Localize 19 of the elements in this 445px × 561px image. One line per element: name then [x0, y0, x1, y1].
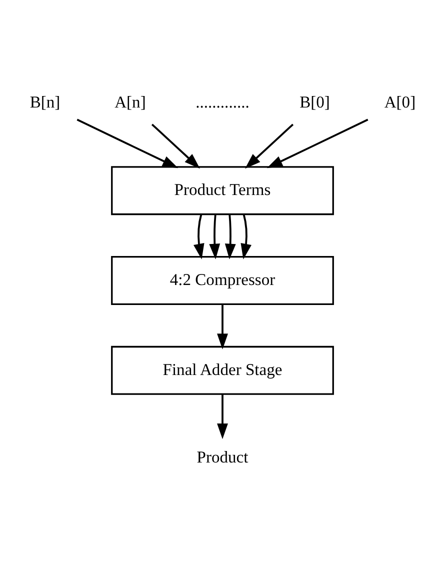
node-text: B[0] [300, 92, 330, 112]
arrow [76, 118, 178, 168]
arrow [209, 214, 220, 260]
node-text: B[n] [30, 92, 60, 112]
node-text: A[0] [384, 92, 416, 112]
arrow [217, 394, 228, 440]
node-text: A[n] [114, 92, 146, 112]
node-box: Product Terms [111, 166, 334, 216]
arrow [224, 214, 236, 260]
node-box: Final Adder Stage [111, 346, 334, 395]
arrow [151, 124, 200, 169]
node-box: 4:2 Compressor [111, 256, 334, 305]
arrow [240, 214, 252, 260]
arrow [245, 124, 294, 169]
arrow [217, 304, 228, 350]
arrow [266, 118, 368, 168]
arrow [194, 214, 204, 260]
label: ............. [196, 92, 250, 112]
node-text: Product [196, 447, 248, 466]
